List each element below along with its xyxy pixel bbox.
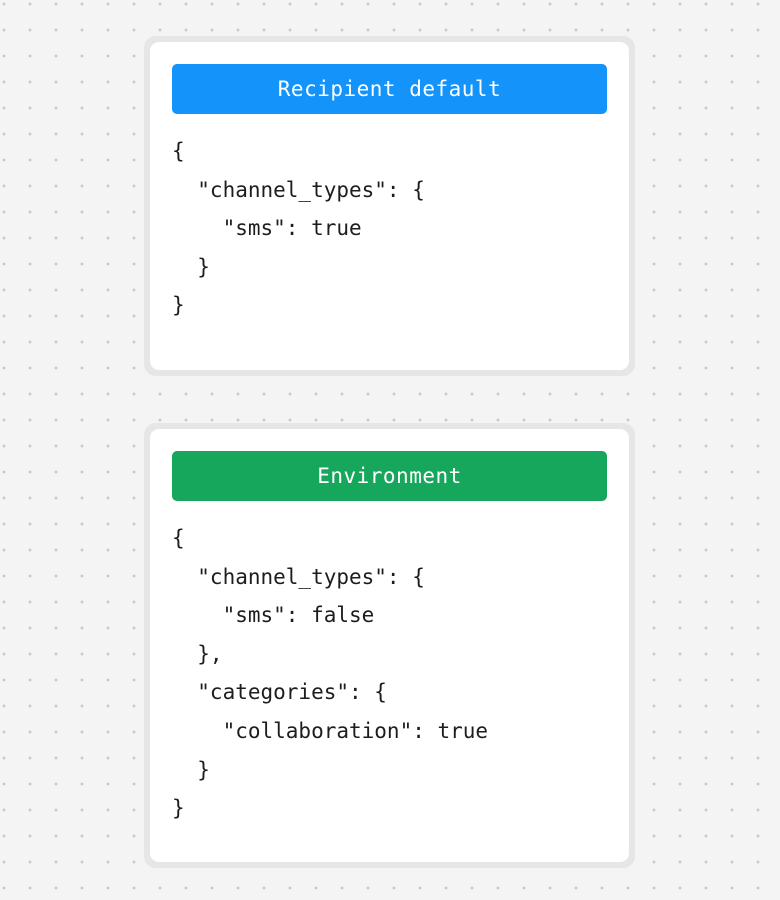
card-header-recipient-default: Recipient default xyxy=(172,64,607,114)
card-inner-environment: Environment { "channel_types": { "sms": … xyxy=(150,429,629,862)
card-environment: Environment { "channel_types": { "sms": … xyxy=(144,423,635,868)
card-body-environment: { "channel_types": { "sms": false }, "ca… xyxy=(172,526,489,821)
card-inner-recipient-default: Recipient default { "channel_types": { "… xyxy=(150,42,629,370)
card-recipient-default: Recipient default { "channel_types": { "… xyxy=(144,36,635,376)
card-header-environment: Environment xyxy=(172,451,607,501)
card-body-recipient-default: { "channel_types": { "sms": true } } xyxy=(172,139,425,318)
